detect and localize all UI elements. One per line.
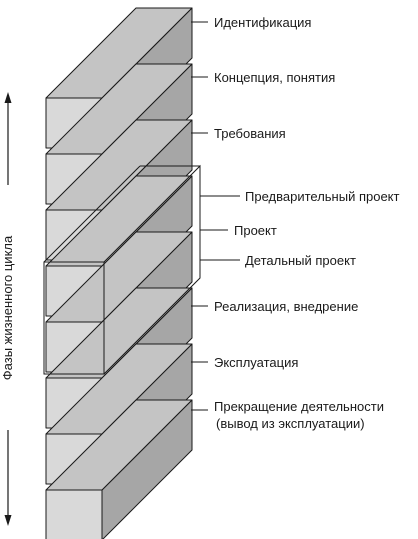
- block-front-7: [45, 489, 103, 539]
- phase-label-preliminary-design: Предварительный проект: [245, 189, 400, 204]
- phase-label-requirements: Требования: [214, 126, 286, 141]
- phase-label-identification: Идентификация: [214, 15, 311, 30]
- axis-arrow: [0, 92, 16, 526]
- phase-label-detailed-design: Детальный проект: [245, 253, 356, 268]
- phase-label-concept: Концепция, понятия: [214, 70, 335, 85]
- phase-label-retirement-note: (вывод из эксплуатации): [216, 416, 365, 431]
- highlight-boxes: [43, 164, 201, 375]
- phase-label-implementation: Реализация, внедрение: [214, 299, 358, 314]
- phase-label-design: Проект: [234, 223, 277, 238]
- block-stack: [45, 7, 193, 539]
- phase-label-operation: Эксплуатация: [214, 355, 298, 370]
- connector-lines: [191, 21, 240, 411]
- axis-label: Фазы жизненного цикла: [0, 235, 15, 380]
- phase-label-retirement: Прекращение деятельности: [214, 399, 384, 414]
